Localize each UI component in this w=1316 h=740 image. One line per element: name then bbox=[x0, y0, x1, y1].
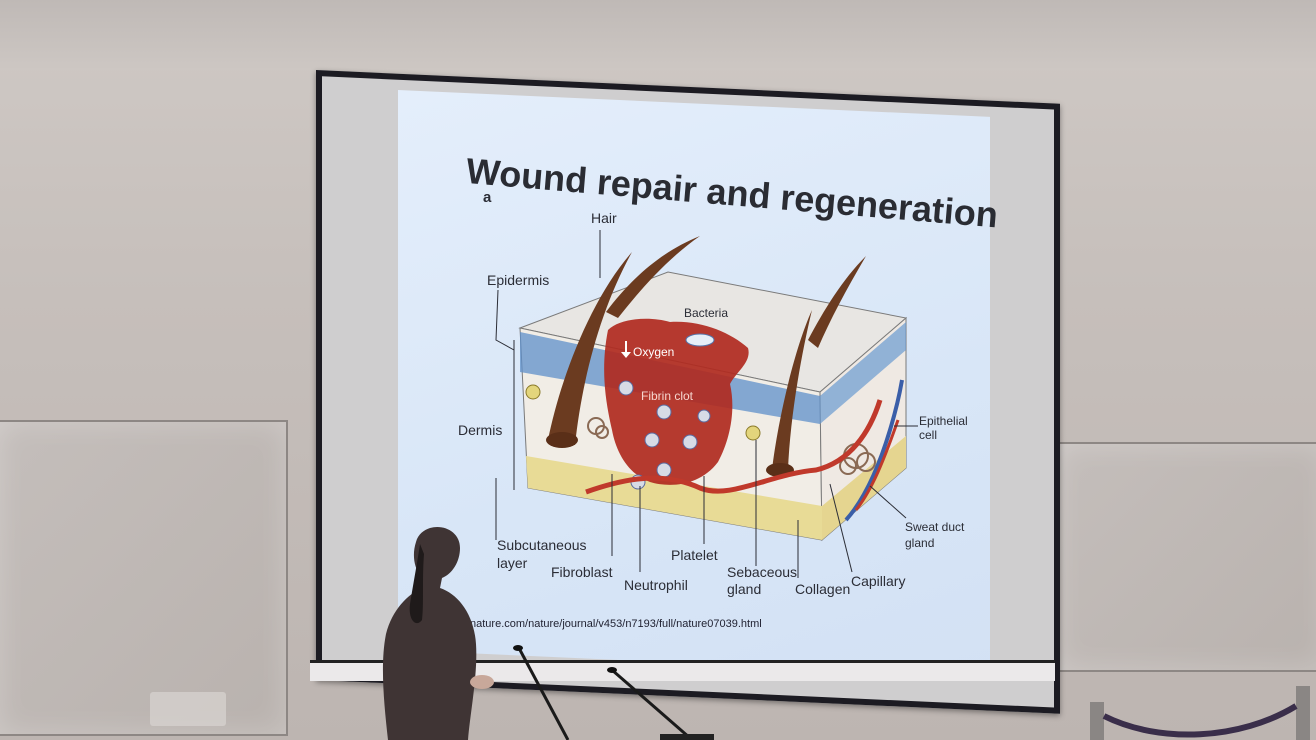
panel-letter: a bbox=[483, 189, 492, 206]
label-platelet: Platelet bbox=[671, 547, 718, 563]
subcutaneous-layer-right bbox=[822, 436, 906, 540]
label-capillary: Capillary bbox=[851, 573, 906, 589]
screen-bottom-bar bbox=[310, 660, 1055, 681]
label-subcutaneous: Subcutaneous bbox=[497, 537, 587, 553]
label-epidermis: Epidermis bbox=[487, 272, 550, 288]
source-url: nature.com/nature/journal/v453/n7193/ful… bbox=[470, 618, 762, 630]
neutrophil-cells bbox=[618, 380, 711, 490]
sebaceous-gland bbox=[745, 425, 761, 441]
follicle-bulb bbox=[546, 432, 578, 448]
label-oxygen: Oxygen bbox=[633, 345, 675, 359]
fibrin-clot bbox=[604, 318, 749, 485]
label-sebaceous: Sebaceous bbox=[727, 564, 798, 580]
label-neutrophil: Neutrophil bbox=[624, 577, 688, 593]
ceiling bbox=[0, 0, 1316, 70]
label-epithelial-cell: cell bbox=[919, 428, 938, 442]
label-fibroblast: Fibroblast bbox=[551, 564, 613, 580]
bacteria bbox=[685, 333, 715, 347]
label-bacteria: Bacteria bbox=[684, 306, 729, 320]
label-fibrin-clot: Fibrin clot bbox=[641, 389, 694, 403]
label-epithelial: Epithelial bbox=[919, 414, 968, 428]
capillary-red bbox=[585, 399, 883, 495]
label-collagen: Collagen bbox=[795, 581, 851, 597]
hairs bbox=[548, 236, 866, 470]
whiteboard-left bbox=[0, 420, 288, 736]
label-dermis: Dermis bbox=[458, 422, 503, 438]
sebaceous-gland bbox=[525, 384, 541, 400]
capillary-blue bbox=[844, 379, 904, 522]
label-sebaceous-gland: gland bbox=[727, 581, 762, 597]
epidermis-band-right bbox=[820, 322, 906, 424]
leader-lines bbox=[495, 230, 918, 578]
label-sweat-duct: Sweat duct bbox=[905, 520, 965, 534]
subcutaneous-layer bbox=[526, 456, 822, 540]
capillary-red-2 bbox=[854, 419, 900, 511]
label-hair: Hair bbox=[591, 210, 617, 226]
presenter bbox=[382, 526, 494, 740]
label-sweat-gland: gland bbox=[905, 536, 935, 550]
label-subcutaneous-layer: layer bbox=[497, 555, 528, 571]
board-tray bbox=[150, 692, 226, 726]
